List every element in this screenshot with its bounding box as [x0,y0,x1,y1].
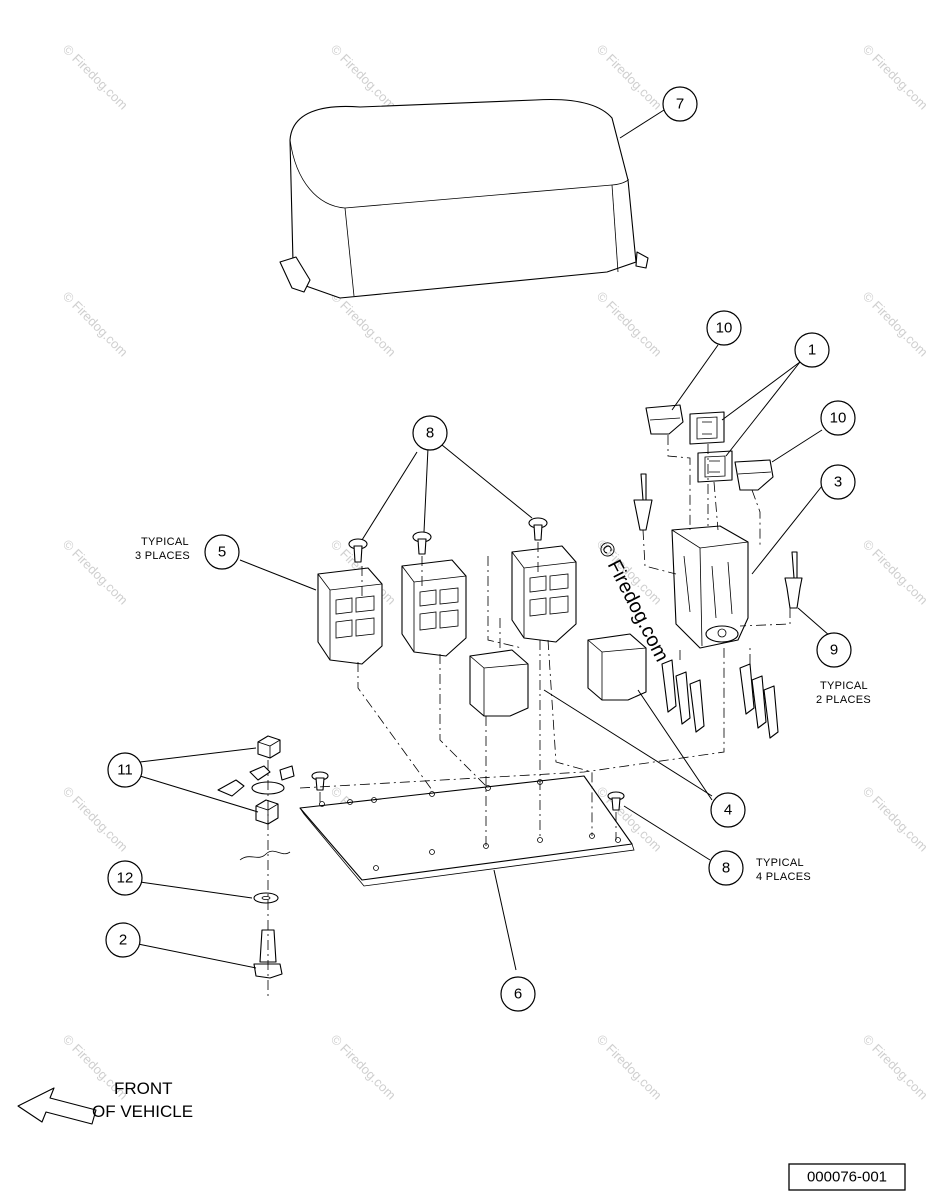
watermark: © Firedog.com [860,289,929,360]
callout-8: 8 [708,850,744,886]
callout-9: 9 [816,632,852,668]
drawing-code: 000076-001 [807,1169,887,1186]
fuse-block-part [671,525,749,649]
mounting-plate-part [299,775,635,887]
svg-text:11: 11 [117,762,133,779]
watermark: © Firedog.com [594,289,665,360]
note-typical-3-line1: TYPICAL [141,536,189,548]
svg-text:5: 5 [218,544,226,561]
watermark: © Firedog.com [594,1032,665,1103]
note-typical-2-line1: TYPICAL [820,680,868,692]
note-typical-2-line2: 2 PLACES [816,694,871,706]
front-arrow-icon [17,1087,97,1125]
fuse-holder-part [689,411,733,483]
callout-8: 8 [412,415,448,451]
watermark: © Firedog.com [594,42,665,113]
fuse-part [645,404,774,491]
drawing-code-box: 000076-001 [788,1163,906,1191]
svg-text:8: 8 [722,860,730,877]
svg-text:4: 4 [724,802,732,819]
front-label-line2: OF VEHICLE [92,1102,193,1121]
callout-5: 5 [204,534,240,570]
watermark: © Firedog.com [860,784,929,855]
watermark: © Firedog.com [860,42,929,113]
leader-lines [137,109,831,971]
svg-text:2: 2 [119,932,127,949]
rivet-part [633,473,803,609]
callout-6: 6 [500,976,536,1012]
note-typical-4-line2: 4 PLACES [756,871,811,883]
watermark: © Firedog.com [60,784,131,855]
callout-12: 12 [107,860,143,896]
callout-3: 3 [820,464,856,500]
relay-part [469,633,647,717]
svg-text:12: 12 [117,870,134,887]
svg-text:7: 7 [676,96,684,113]
callout-10: 10 [706,310,742,346]
watermark: © Firedog.com [328,289,399,360]
callout-7: 7 [662,86,698,122]
centerlines [267,435,791,1000]
callout-4: 4 [710,792,746,828]
svg-text:3: 3 [834,474,842,491]
svg-text:1: 1 [808,342,816,359]
note-typical-4-line1: TYPICAL [756,857,804,869]
svg-text:6: 6 [514,986,522,1003]
terminal-part [661,659,779,739]
callout-10: 10 [820,400,856,436]
callout-1: 1 [794,332,830,368]
watermark: © Firedog.com [860,1032,929,1103]
svg-text:8: 8 [426,425,434,442]
svg-text:10: 10 [830,410,847,427]
watermark: © Firedog.com [60,289,131,360]
watermark: © Firedog.com [328,1032,399,1103]
callout-2: 2 [105,922,141,958]
cover-part [279,99,649,299]
watermark: © Firedog.com [860,537,929,608]
front-label-line1: FRONT [114,1079,173,1098]
svg-text:9: 9 [830,642,838,659]
watermark: © Firedog.com [328,42,399,113]
callout-11: 11 [107,752,143,788]
watermark: © Firedog.com [60,42,131,113]
watermark: © Firedog.com [60,537,131,608]
hardware-stack-part [217,735,295,979]
relay-socket-part [317,545,577,665]
push-pin-part [311,517,625,811]
svg-text:10: 10 [716,320,733,337]
note-typical-3-line2: 3 PLACES [135,550,190,562]
